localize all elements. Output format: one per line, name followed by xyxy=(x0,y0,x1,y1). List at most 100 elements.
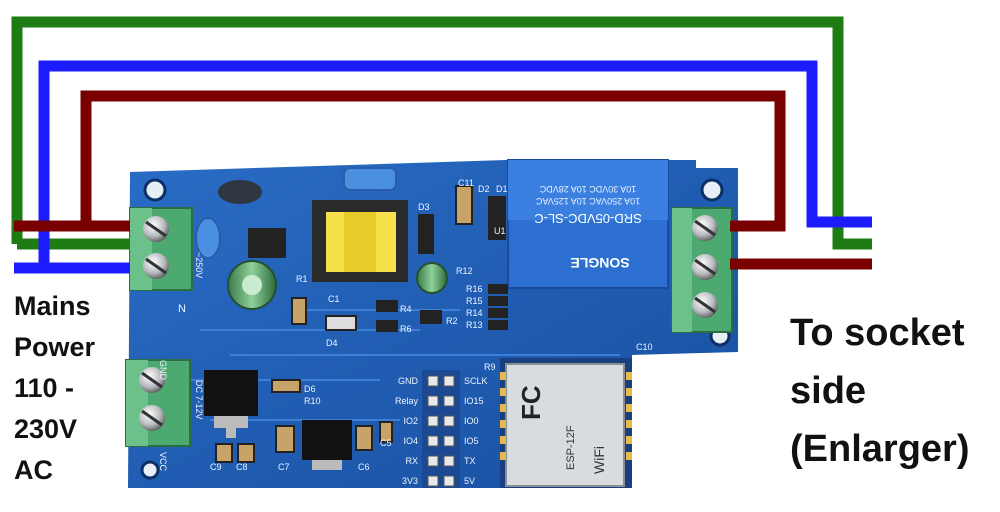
pin-label: Relay xyxy=(395,396,419,406)
socket-label-line: side xyxy=(790,370,867,412)
gnd-label: GND xyxy=(158,360,168,381)
socket-side-label: To socket side (Enlarger) xyxy=(790,304,969,478)
smd-capacitor xyxy=(291,297,307,325)
relay-rating-text: 10A 30VDC 10A 28VDC xyxy=(539,184,636,194)
ic-chip xyxy=(248,228,286,258)
silk-label: R9 xyxy=(484,362,496,372)
esp-module: FC ESP-12F WiFi xyxy=(500,358,632,488)
voltage-regulator xyxy=(204,370,258,438)
socket-label-line: To socket xyxy=(790,312,965,354)
header-labels-left: GND Relay IO2 IO4 RX 3V3 xyxy=(395,376,419,486)
mains-label-line: Mains xyxy=(14,291,91,321)
silkscreen-labels: R16 R15 R14 R13 D1 D2 D3 D4 D6 C1 C5 C6 … xyxy=(210,178,653,472)
silk-label: R1 xyxy=(296,274,308,284)
vcc-label: VCC xyxy=(158,452,168,472)
silk-label: R2 xyxy=(446,316,458,326)
mains-label-line: 110 - xyxy=(14,373,75,403)
relay-rating-text: 10A 250VAC 10A 125VAC xyxy=(535,196,640,206)
mains-terminal-block xyxy=(129,207,193,291)
silk-label: U1 xyxy=(494,226,506,236)
wire-red xyxy=(80,90,786,232)
mounting-hole xyxy=(140,460,160,480)
pin-label: SCLK xyxy=(464,376,488,386)
silk-label: D6 xyxy=(304,384,316,394)
silk-label: R16 xyxy=(466,284,483,294)
pin-label: 5V xyxy=(464,476,475,486)
capacitor-large xyxy=(227,260,277,310)
relay: SRD-05VDC-SL-C 10A 250VAC 10A 125VAC 10A… xyxy=(507,159,669,289)
pin-header xyxy=(422,370,460,488)
pin-label: 3V3 xyxy=(402,476,418,486)
smd-capacitor xyxy=(215,443,233,463)
silk-label: C8 xyxy=(236,462,248,472)
smd-resistor xyxy=(376,300,398,312)
socket-label-line: (Enlarger) xyxy=(790,428,970,470)
dc-terminal-block xyxy=(125,359,191,447)
smd-capacitor xyxy=(237,443,255,463)
ac-input-label: ~250V xyxy=(194,252,204,278)
regulator-chip xyxy=(302,420,352,460)
pin-label: IO5 xyxy=(464,436,479,446)
silk-label: C5 xyxy=(380,438,392,448)
smd-capacitor xyxy=(455,185,473,225)
silk-label: C9 xyxy=(210,462,222,472)
header-labels-right: SCLK IO15 IO0 IO5 TX 5V xyxy=(464,376,488,486)
module-brand-text: FC xyxy=(516,385,546,420)
relay-brand-text: SONGLE xyxy=(570,255,629,271)
pin-label: IO15 xyxy=(464,396,484,406)
silk-label: D4 xyxy=(326,338,338,348)
silk-label: R4 xyxy=(400,304,412,314)
neutral-label: N xyxy=(178,303,186,315)
mains-label-line: Power xyxy=(14,332,96,362)
silk-label: R14 xyxy=(466,308,483,318)
pin-label: IO4 xyxy=(403,436,418,446)
silk-label: C7 xyxy=(278,462,290,472)
pin-label: IO0 xyxy=(464,416,479,426)
mounting-hole xyxy=(700,178,724,202)
silk-label: C11 xyxy=(458,178,474,188)
silk-label: R13 xyxy=(466,320,483,330)
film-capacitor xyxy=(195,217,221,259)
pin-label: IO2 xyxy=(403,416,418,426)
relay-terminal-block xyxy=(671,207,733,333)
silk-label: C10 xyxy=(636,342,653,352)
wire-blue xyxy=(38,60,872,268)
pin-label: GND xyxy=(398,376,419,386)
silk-label: R15 xyxy=(466,296,483,306)
silk-label: D2 xyxy=(478,184,490,194)
mounting-hole xyxy=(143,178,167,202)
transformer xyxy=(312,200,408,282)
smd-diode xyxy=(325,315,357,331)
silk-label: R12 xyxy=(456,266,473,276)
smd-capacitor xyxy=(379,421,393,443)
mains-label-line: 230V xyxy=(14,414,78,444)
module-model-text: ESP-12F xyxy=(565,425,577,470)
smd-resistor xyxy=(376,320,398,332)
mains-label-line: AC xyxy=(14,455,53,485)
smd-capacitor xyxy=(275,425,295,453)
smd-diode xyxy=(271,379,301,393)
module-wifi-text: WiFi xyxy=(591,446,607,474)
capacitor-small xyxy=(416,262,448,294)
silk-label: D3 xyxy=(418,202,430,212)
silk-label: R6 xyxy=(400,324,412,334)
silk-label: D1 xyxy=(496,184,508,194)
resistor-column xyxy=(488,284,508,330)
pin-label: RX xyxy=(405,456,418,466)
silk-label: R10 xyxy=(304,396,321,406)
mains-power-label: Mains Power 110 - 230V AC xyxy=(14,286,95,491)
diode xyxy=(418,214,434,254)
safety-capacitor xyxy=(343,167,397,191)
smd-capacitor xyxy=(355,425,373,451)
wiring xyxy=(11,16,872,274)
wire-green xyxy=(11,16,872,250)
varistor xyxy=(218,180,262,204)
silk-label: C1 xyxy=(328,294,340,304)
pin-label: TX xyxy=(464,456,476,466)
smd-resistor xyxy=(420,310,442,324)
silk-label: C6 xyxy=(358,462,370,472)
dc-input-label: DC 7-12V xyxy=(194,380,204,420)
relay-model-text: SRD-05VDC-SL-C xyxy=(534,211,642,226)
diode xyxy=(488,196,506,240)
